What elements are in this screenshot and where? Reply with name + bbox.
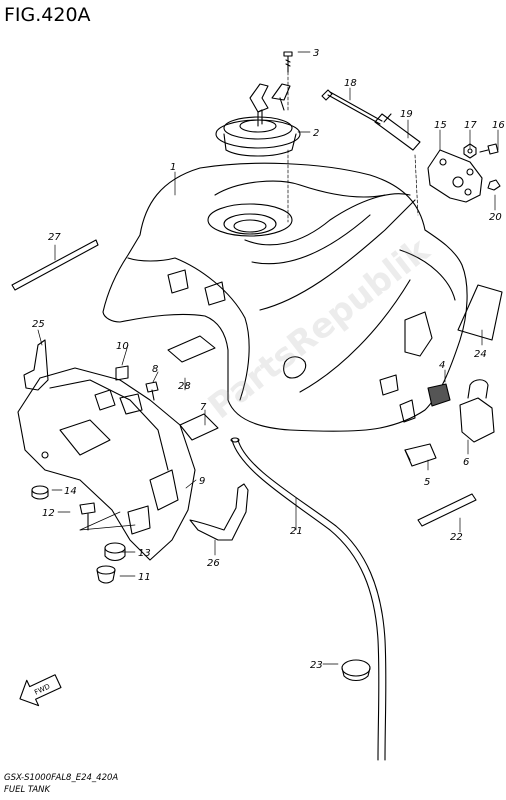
- label-sheet-part-24: [457, 284, 503, 341]
- strap-part-22: [417, 493, 477, 527]
- callout-3: 3: [313, 48, 319, 59]
- callout-19: 19: [400, 109, 413, 120]
- callout-15: 15: [434, 120, 447, 131]
- bolt-part-12: [79, 502, 96, 531]
- callout-22: 22: [450, 532, 463, 543]
- nut-part-20: [487, 179, 501, 191]
- clamp-part-23: [341, 659, 371, 682]
- callout-8: 8: [152, 364, 158, 375]
- rubber-block-part-5: [404, 443, 437, 467]
- callout-21: 21: [290, 526, 303, 537]
- screw-part-8: [145, 381, 159, 401]
- side-cover-part-9: [17, 367, 196, 561]
- callout-5: 5: [424, 477, 430, 488]
- callout-26: 26: [207, 558, 220, 569]
- bolt-part-16: [479, 143, 499, 155]
- callout-1: 1: [170, 162, 176, 173]
- screw-part-3: [283, 51, 293, 73]
- hose-part-21: [230, 437, 387, 761]
- callout-25: 25: [32, 319, 45, 330]
- pad-part-28: [167, 335, 216, 363]
- callout-14: 14: [64, 486, 77, 497]
- bracket-part-26: [189, 483, 249, 541]
- grommet-part-14: [31, 485, 49, 500]
- fwd-arrow-icon: [19, 674, 62, 707]
- fwd-label: FWD: [33, 682, 51, 696]
- collar-part-19: [374, 113, 421, 151]
- callout-20: 20: [489, 212, 502, 223]
- damper-part-6: [459, 379, 495, 443]
- fuel-cap-assembly: [215, 83, 301, 157]
- callout-11: 11: [138, 572, 151, 583]
- footer-section-name: FUEL TANK: [4, 785, 51, 795]
- bracket-part-25: [23, 339, 49, 391]
- grommet-part-13: [104, 542, 126, 562]
- callout-labels: 3 2 1 18 19 15 17 16 20 27 24 25 10 4 8 …: [32, 48, 505, 671]
- callout-18: 18: [344, 78, 357, 89]
- pad-part-7: [179, 413, 219, 441]
- callout-2: 2: [313, 128, 319, 139]
- callout-10: 10: [116, 341, 129, 352]
- callout-7: 7: [200, 402, 207, 413]
- fuel-tank-body: [102, 162, 468, 432]
- callout-24: 24: [474, 349, 487, 360]
- clip-part-10: [115, 365, 129, 381]
- strip-part-27: [11, 239, 99, 291]
- callout-13: 13: [138, 548, 151, 559]
- callout-27: 27: [48, 232, 61, 243]
- callout-6: 6: [463, 457, 469, 468]
- callout-16: 16: [492, 120, 505, 131]
- bolt-part-18: [321, 89, 383, 125]
- footer-model-code: GSX-S1000FAL8_E24_420A: [4, 773, 119, 783]
- callout-17: 17: [464, 120, 477, 131]
- callout-12: 12: [42, 508, 55, 519]
- collar-part-11: [96, 565, 116, 584]
- tag-part-4: [427, 383, 451, 407]
- callout-23: 23: [310, 660, 323, 671]
- figure-title: FIG.420A: [4, 4, 91, 26]
- watermark: PartsRepublik: [201, 230, 438, 428]
- callout-28: 28: [178, 381, 191, 392]
- callout-4: 4: [439, 360, 445, 371]
- bracket-part-15: [427, 149, 483, 203]
- callout-9: 9: [199, 476, 205, 487]
- nut-part-17: [463, 143, 477, 159]
